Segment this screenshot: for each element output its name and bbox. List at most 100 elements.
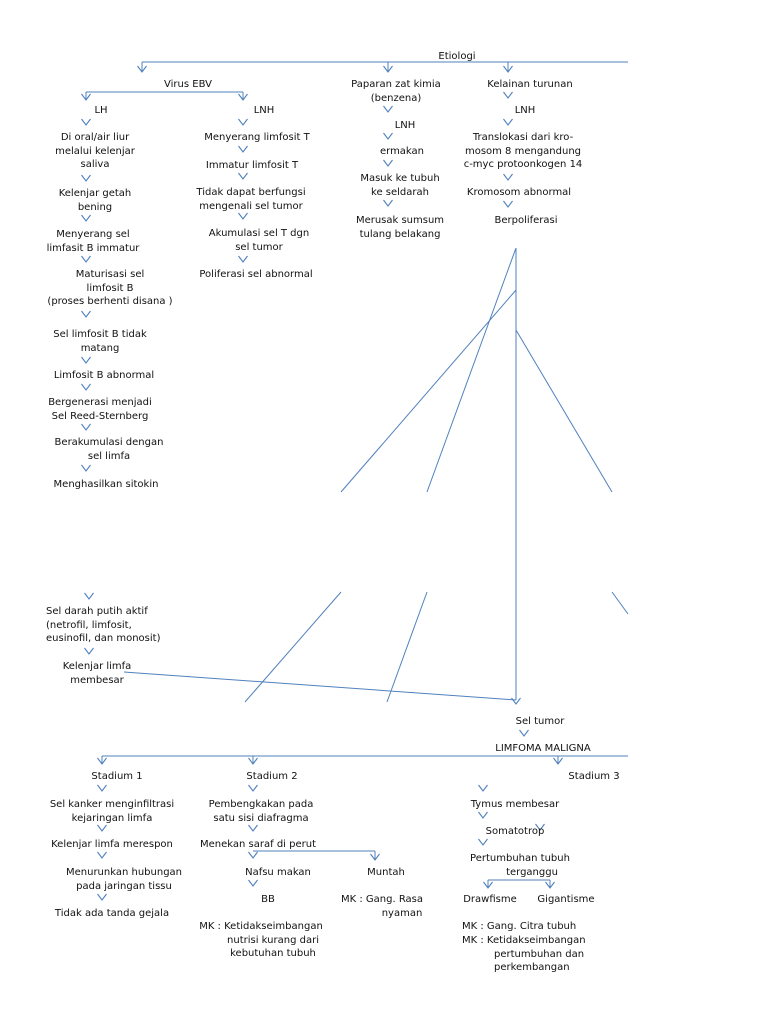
arrowhead-45 <box>535 823 545 831</box>
s3-mk-gang-citra-tubuh: MK : Gang. Citra tubuh <box>462 921 577 932</box>
stadium-3-label: Stadium 3 <box>568 771 620 782</box>
virus-ebv-label: Virus EBV <box>164 79 212 90</box>
lnh-node-menyerang-limfosit-t: Menyerang limfosit T <box>204 132 310 143</box>
s2-mk-gang-rasa-nyaman: MK : Gang. Rasa nyaman <box>340 894 424 919</box>
arrowhead-4 <box>238 93 248 101</box>
arrowhead-15 <box>238 145 248 153</box>
arrowhead-38 <box>248 784 258 792</box>
s2-node-menekan-saraf: Menekan saraf di perut <box>200 839 316 850</box>
lnh-kimia-label: LNH <box>394 120 416 131</box>
s3-node-drawfisme: Drawfisme <box>463 894 517 905</box>
arrowhead-23 <box>503 91 513 99</box>
arrowhead-9 <box>81 310 91 318</box>
arrowhead-26 <box>503 200 513 208</box>
arrowhead-35 <box>97 824 107 832</box>
arrowhead-22 <box>383 199 393 207</box>
connector-line-9 <box>340 289 517 493</box>
stadium-1-label: Stadium 1 <box>91 771 143 782</box>
arrowhead-25 <box>503 173 513 181</box>
s2-node-muntah: Muntah <box>367 867 405 878</box>
lh-label: LH <box>94 105 108 116</box>
kimia-node-ermakan: ermakan <box>379 146 425 157</box>
s3-node-tymus-membesar: Tymus membesar <box>470 799 560 810</box>
arrowhead-13 <box>81 464 91 472</box>
arrowhead-32 <box>248 757 258 765</box>
connector-line-12 <box>386 591 428 703</box>
s3-node-gigantisme: Gigantisme <box>537 894 595 905</box>
s2-node-bb: BB <box>261 894 275 905</box>
lnh-node-poliferasi: Poliferasi sel abnormal <box>199 269 313 280</box>
lh-node-sitokin: Menghasilkan sitokin <box>53 479 159 490</box>
arrowhead-44 <box>478 811 488 819</box>
arrowhead-30 <box>519 729 529 737</box>
arrowhead-16 <box>238 172 248 180</box>
arrowhead-3 <box>81 93 91 101</box>
s2-mk-ketidakseimbangan-nutrisi: MK : Ketidakseimbangan nutrisi kurang da… <box>199 921 323 959</box>
s2-node-nafsu-makan: Nafsu makan <box>245 867 311 878</box>
arrowhead-48 <box>545 881 555 889</box>
arrowhead-12 <box>81 423 91 431</box>
arrowhead-24 <box>503 118 513 126</box>
arrowhead-1 <box>383 65 393 73</box>
arrowhead-11 <box>81 383 91 391</box>
arrowhead-34 <box>97 784 107 792</box>
arrowheads-layer <box>81 65 563 901</box>
arrowhead-18 <box>238 255 248 263</box>
arrowhead-40 <box>248 851 258 859</box>
sel-darah-putih-aktif: Sel darah putih aktif(netrofil, limfosit… <box>46 606 161 644</box>
arrowhead-6 <box>81 174 91 182</box>
etiologi-label: Etiologi <box>438 51 476 62</box>
arrowhead-41 <box>370 853 380 861</box>
arrowhead-8 <box>81 255 91 263</box>
arrowhead-37 <box>97 893 107 901</box>
connector-lines-layer <box>85 61 629 888</box>
connector-line-15 <box>123 671 517 701</box>
lnh-ebv-label: LNH <box>253 105 275 116</box>
arrowhead-31 <box>97 757 107 765</box>
s3-node-somatotrop: Somatotrop <box>485 826 545 837</box>
arrowhead-43 <box>478 784 488 792</box>
arrowhead-42 <box>248 879 258 887</box>
arrowhead-29 <box>511 697 521 705</box>
connector-line-14 <box>611 591 629 615</box>
sel-tumor-label: Sel tumor <box>515 716 565 727</box>
turunan-node-berpoliferasi: Berpoliferasi <box>494 215 558 226</box>
arrowhead-28 <box>84 647 94 655</box>
s3-mk-ketidakseimbangan-pertumbuhan: MK : Ketidakseimbangan pertumbuhan dan p… <box>462 935 586 973</box>
paparan-zat-kimia-label: Paparan zat kimia(benzena) <box>351 79 441 104</box>
arrowhead-17 <box>238 212 248 220</box>
arrowhead-5 <box>81 118 91 126</box>
arrowhead-46 <box>478 838 488 846</box>
connector-line-10 <box>515 329 613 493</box>
kelainan-turunan-label: Kelainan turunan <box>487 79 573 90</box>
s1-node-kelenjar-merespon: Kelenjar limfa merespon <box>51 839 173 850</box>
connector-line-8 <box>426 247 517 493</box>
s1-node-tidak-ada-gejala: Tidak ada tanda gejala <box>54 908 170 919</box>
arrowhead-10 <box>81 356 91 364</box>
arrowhead-7 <box>81 214 91 222</box>
arrowhead-33 <box>553 757 563 765</box>
turunan-node-kromosom-abnormal: Kromosom abnormal <box>466 187 572 198</box>
arrowhead-36 <box>97 851 107 859</box>
arrowhead-20 <box>383 132 393 140</box>
arrowhead-47 <box>483 881 493 889</box>
connector-line-11 <box>244 591 342 703</box>
arrowhead-0 <box>137 65 147 73</box>
arrowhead-39 <box>248 824 258 832</box>
